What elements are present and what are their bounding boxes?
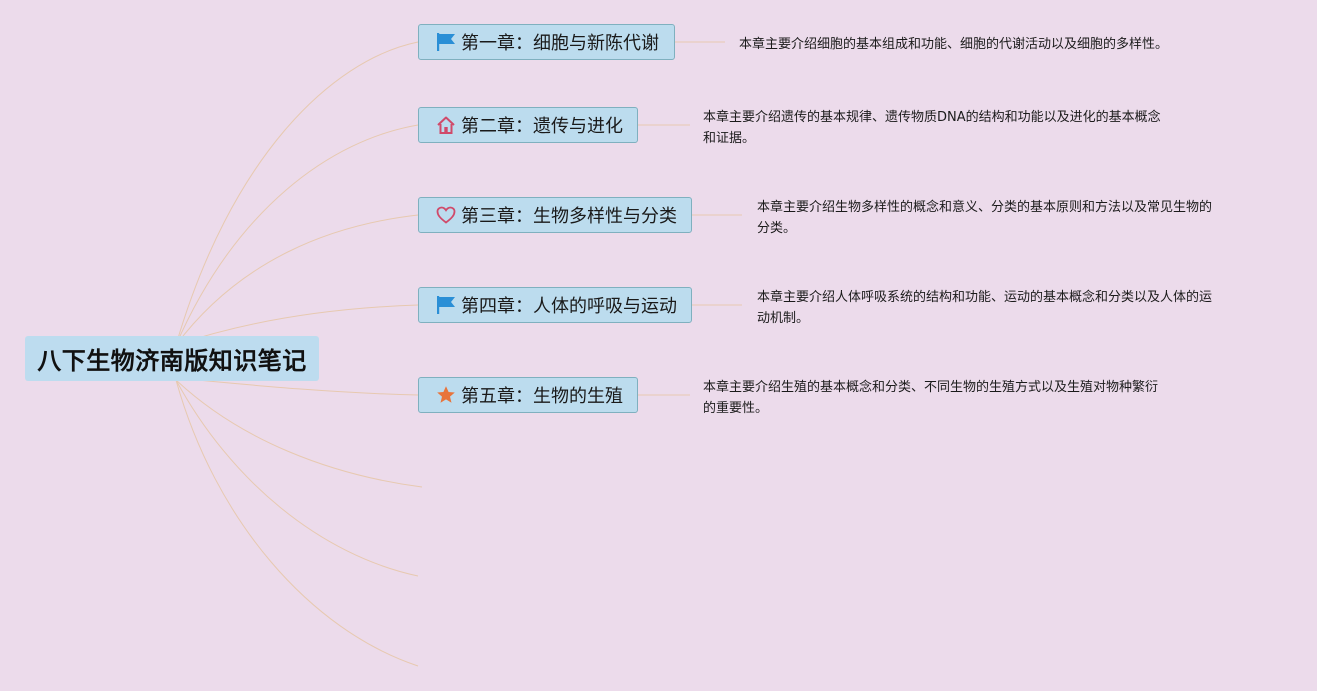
chapter-desc-2: 本章主要介绍遗传的基本规律、遗传物质DNA的结构和功能以及进化的基本概念 和证据… bbox=[703, 110, 1161, 146]
heart-icon bbox=[435, 204, 457, 226]
home-icon bbox=[435, 114, 457, 136]
flag-icon bbox=[435, 31, 457, 53]
connector-root-empty-3 bbox=[175, 379, 419, 667]
chapter-node-5[interactable]: 第五章：生物的生殖 bbox=[418, 377, 638, 413]
chapter-node-1[interactable]: 第一章：细胞与新陈代谢 bbox=[418, 24, 675, 60]
chapter-label-2: 第二章：遗传与进化 bbox=[461, 116, 623, 137]
chapter-desc-1: 本章主要介绍细胞的基本组成和功能、细胞的代谢活动以及细胞的多样性。 bbox=[739, 37, 1169, 52]
chapter-node-2[interactable]: 第二章：遗传与进化 bbox=[418, 107, 638, 143]
chapter-node-3[interactable]: 第三章：生物多样性与分类 bbox=[418, 197, 692, 233]
flag-icon bbox=[435, 294, 457, 316]
root-topic[interactable]: 八下生物济南版知识笔记 bbox=[25, 336, 319, 381]
connector-root-ch2 bbox=[175, 124, 419, 346]
connector-root-ch3 bbox=[175, 214, 419, 346]
star-icon bbox=[435, 384, 457, 406]
chapter-node-4[interactable]: 第四章：人体的呼吸与运动 bbox=[418, 287, 692, 323]
chapter-label-3: 第三章：生物多样性与分类 bbox=[461, 206, 677, 227]
connector-root-empty-2 bbox=[175, 379, 419, 577]
chapter-label-4: 第四章：人体的呼吸与运动 bbox=[461, 296, 677, 317]
connector-root-empty-1 bbox=[175, 379, 423, 488]
connector-root-ch1 bbox=[175, 41, 419, 346]
chapter-desc-5: 本章主要介绍生殖的基本概念和分类、不同生物的生殖方式以及生殖对物种繁衍 的重要性… bbox=[703, 380, 1159, 416]
root-topic-label: 八下生物济南版知识笔记 bbox=[37, 347, 307, 375]
chapter-desc-4: 本章主要介绍人体呼吸系统的结构和功能、运动的基本概念和分类以及人体的运 动机制。 bbox=[757, 290, 1213, 326]
chapter-desc-3: 本章主要介绍生物多样性的概念和意义、分类的基本原则和方法以及常见生物的 分类。 bbox=[757, 200, 1213, 236]
chapter-label-1: 第一章：细胞与新陈代谢 bbox=[461, 33, 659, 54]
chapter-label-5: 第五章：生物的生殖 bbox=[461, 386, 623, 407]
